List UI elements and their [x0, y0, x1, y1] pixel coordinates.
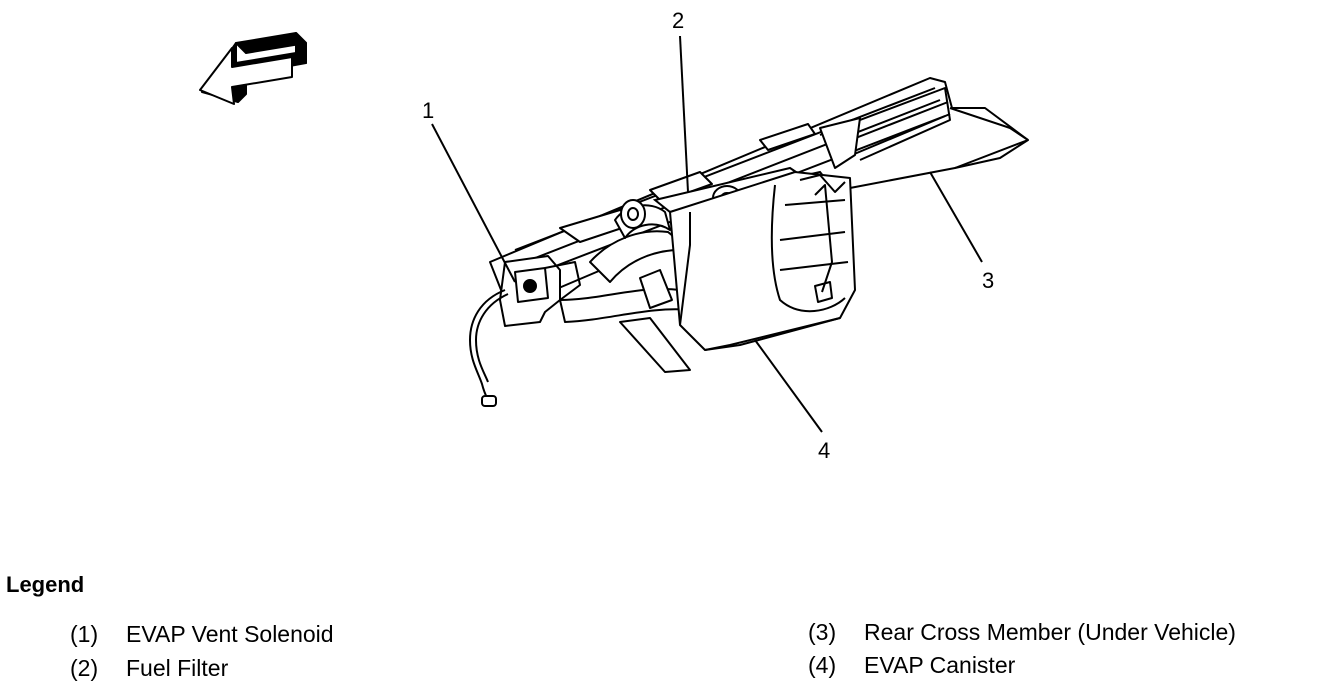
callout-leaders: [431, 35, 983, 433]
callout-3: 3: [982, 268, 994, 293]
legend-item-number: (3): [808, 619, 837, 645]
legend-item-2: (2) Fuel Filter: [70, 654, 228, 682]
legend-item-4: (4) EVAP Canister: [808, 651, 1015, 679]
legend-item-label: Rear Cross Member (Under Vehicle): [864, 619, 1236, 645]
evap-vent-solenoid: [469, 255, 581, 407]
leader-1: [431, 123, 516, 283]
callout-4: 4: [818, 438, 830, 463]
legend-item-label: EVAP Vent Solenoid: [126, 621, 334, 647]
legend-title: Legend: [6, 572, 85, 597]
leader-3: [929, 171, 983, 263]
legend-item-number: (4): [808, 652, 837, 678]
forward-arrow-icon: [199, 32, 307, 105]
legend-item-label: EVAP Canister: [864, 652, 1016, 678]
evap-hoses: [559, 199, 691, 373]
legend-item-number: (1): [70, 621, 99, 647]
legend-item-label: Fuel Filter: [126, 655, 229, 681]
leader-4: [754, 339, 823, 433]
legend-item-number: (2): [70, 655, 99, 681]
evap-canister: [669, 171, 856, 351]
callout-1: 1: [422, 98, 434, 123]
callout-2: 2: [672, 8, 684, 33]
evap-system-diagram: 1 2 3 4: [199, 8, 1029, 463]
legend-item-3: (3) Rear Cross Member (Under Vehicle): [808, 618, 1236, 646]
legend-item-1: (1) EVAP Vent Solenoid: [70, 620, 334, 648]
leader-2: [679, 35, 689, 193]
